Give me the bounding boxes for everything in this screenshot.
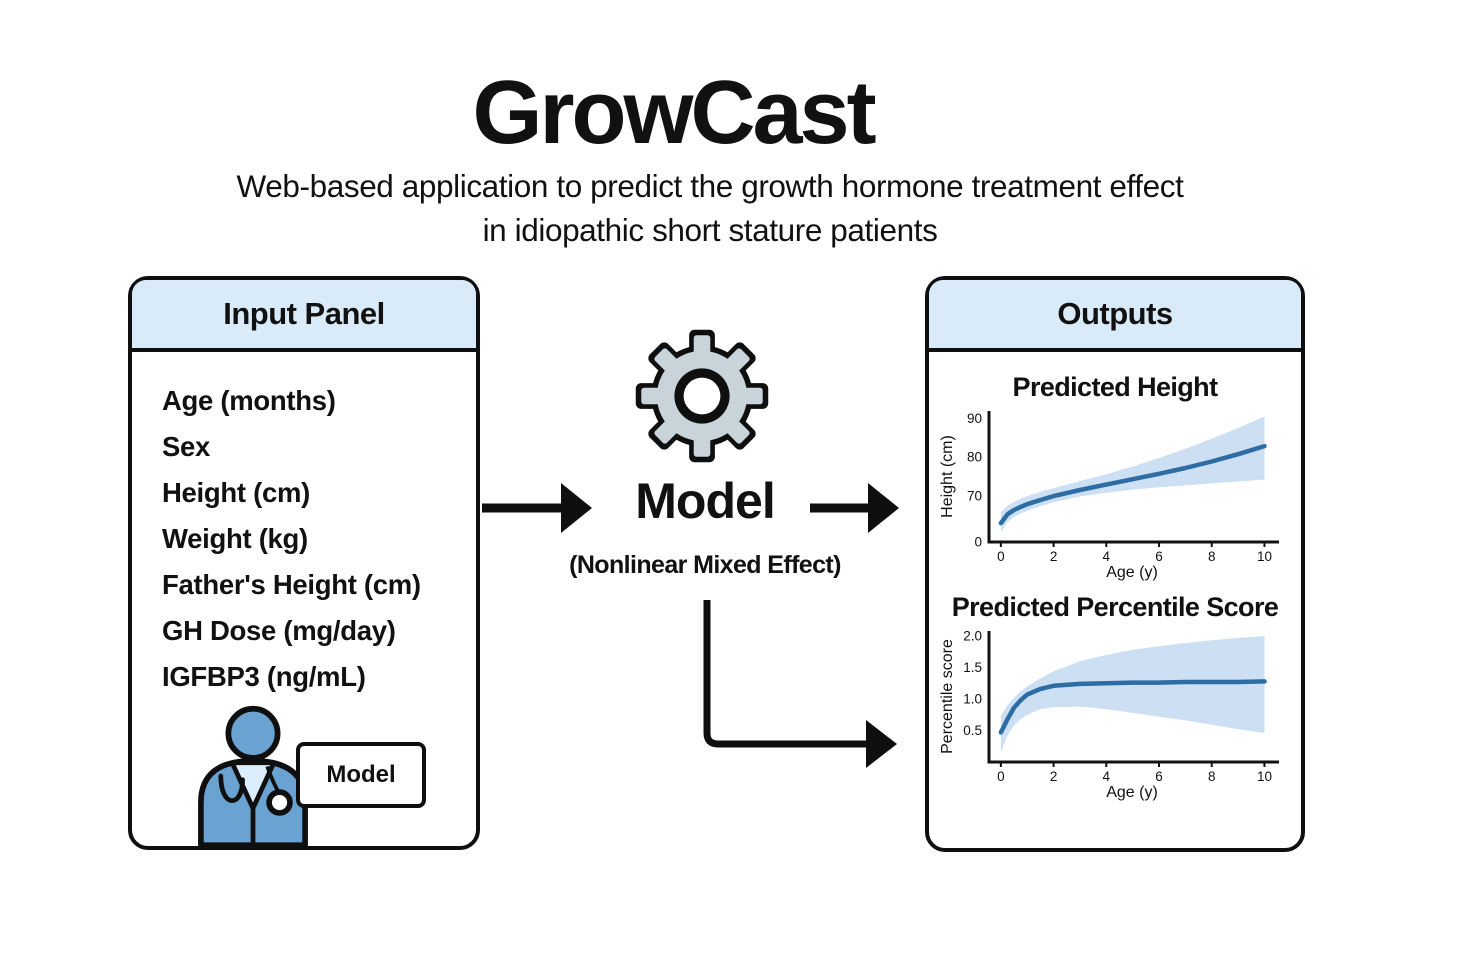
subtitle-line-2: in idiopathic short stature patients [482,212,938,248]
input-field-label: IGFBP3 (ng/mL) [162,661,366,692]
svg-text:6: 6 [1155,549,1163,564]
predicted-percentile-title: Predicted Percentile Score [951,592,1279,622]
svg-text:70: 70 [967,488,982,503]
page-subtitle: Web-based application to predict the gro… [0,164,1420,252]
input-field-label: Height (cm) [162,477,310,508]
svg-text:0: 0 [974,535,982,550]
model-chip: Model [296,742,426,808]
input-field-label: Sex [162,431,211,462]
svg-text:4: 4 [1103,769,1111,784]
svg-text:90: 90 [967,411,982,426]
predicted-height-title: Predicted Height [1012,372,1219,402]
input-panel-header: Input Panel [132,280,476,352]
input-field-label: Age (months) [162,385,336,416]
gear-icon [635,329,769,463]
svg-text:8: 8 [1208,769,1216,784]
input-field-label: Father's Height (cm) [162,569,421,600]
svg-text:0.5: 0.5 [963,723,982,738]
svg-text:Height (cm): Height (cm) [939,435,956,518]
svg-text:Age (y): Age (y) [1106,784,1158,801]
predicted-percentile-figure: Predicted Percentile Score 0 2 4 6 8 10 0.5 1.0… [929,592,1301,804]
svg-text:2: 2 [1050,769,1058,784]
svg-text:Age (y): Age (y) [1106,564,1158,581]
input-field-label: Weight (kg) [162,523,308,554]
model-label: Model [635,473,775,529]
svg-text:1.5: 1.5 [963,660,982,675]
doctor-icon [198,705,308,848]
svg-text:0: 0 [997,769,1005,784]
svg-text:0: 0 [997,549,1005,564]
svg-text:8: 8 [1208,549,1216,564]
svg-text:80: 80 [967,450,982,465]
svg-text:1.0: 1.0 [963,692,982,707]
input-field-label: GH Dose (mg/day) [162,615,396,646]
svg-text:Percentile score: Percentile score [939,639,956,754]
svg-text:10: 10 [1257,549,1272,564]
subtitle-line-1: Web-based application to predict the gro… [236,168,1184,204]
page-title: GrowCast [472,63,876,163]
svg-text:2.0: 2.0 [963,629,982,644]
svg-text:10: 10 [1257,769,1272,784]
outputs-panel-header: Outputs [929,280,1301,352]
model-sublabel: (Nonlinear Mixed Effect) [569,551,841,579]
arrow-model-to-percentile-icon [703,600,897,768]
svg-text:2: 2 [1050,549,1058,564]
svg-text:4: 4 [1103,549,1111,564]
svg-text:6: 6 [1155,769,1163,784]
